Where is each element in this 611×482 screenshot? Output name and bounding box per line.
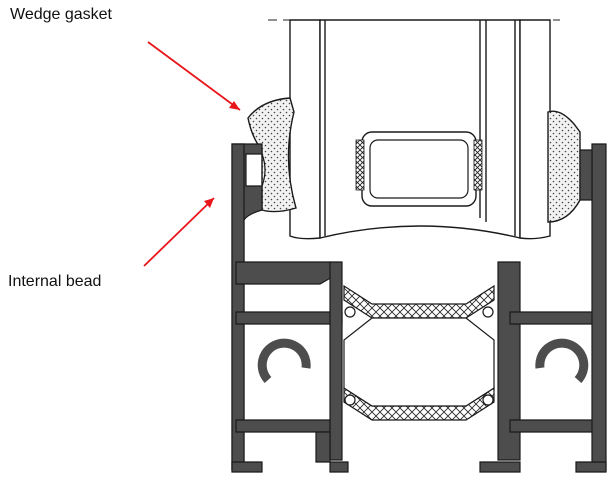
arrow-wedge-gasket — [147, 41, 241, 111]
screw-port-left — [257, 338, 311, 384]
arrow-internal-bead — [143, 197, 215, 267]
aluminium-frame — [231, 143, 607, 473]
thermal-break-top — [343, 284, 495, 319]
internal-bead-profile — [235, 261, 336, 285]
seal-rings — [344, 306, 494, 406]
arrows — [143, 41, 241, 267]
external-gasket — [547, 110, 581, 223]
label-internal-bead: Internal bead — [8, 273, 102, 290]
label-wedge-gasket: Wedge gasket — [10, 6, 112, 23]
glazing-spacer — [355, 131, 483, 207]
central-chamber — [343, 317, 495, 407]
screw-port-right — [535, 338, 589, 384]
